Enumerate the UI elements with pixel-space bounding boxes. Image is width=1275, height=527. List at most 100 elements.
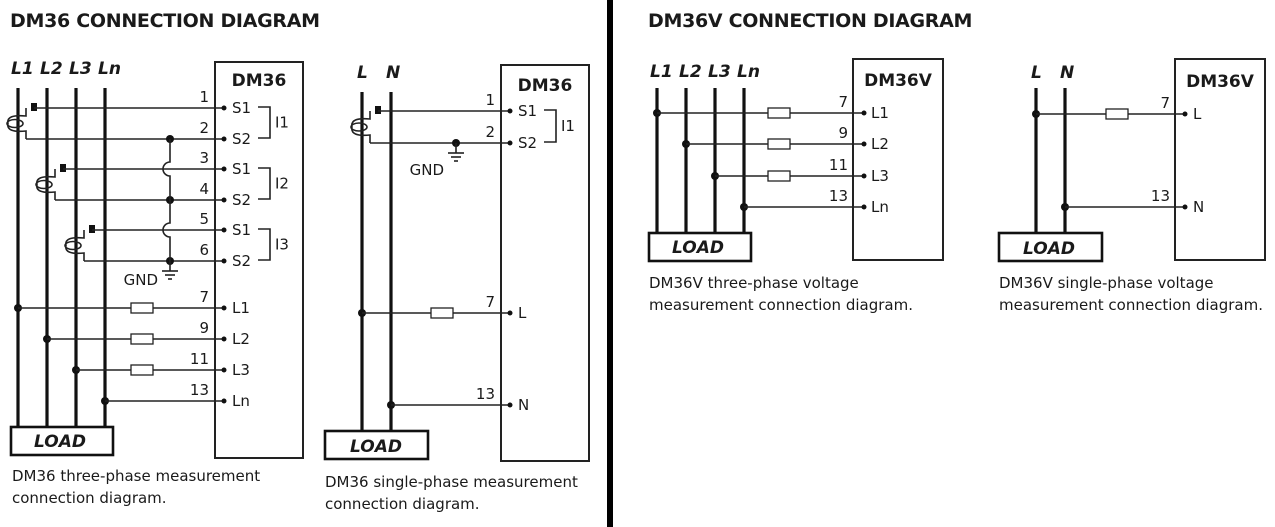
current-transformer-core-icon <box>6 118 24 129</box>
device-label: DM36V <box>864 71 933 91</box>
terminal-dot <box>507 108 513 114</box>
terminal-number: 11 <box>190 350 209 368</box>
terminal-label-s2: S2 <box>232 191 251 209</box>
terminal-label-s2: S2 <box>518 134 537 152</box>
terminal-label: N <box>1193 198 1204 216</box>
input-group-label: I3 <box>275 236 289 254</box>
fuse-icon <box>430 307 454 319</box>
terminal-label-s2: S2 <box>232 130 251 148</box>
phase-label-n: N <box>1060 63 1074 83</box>
terminal-dot <box>221 105 227 111</box>
terminal-number: 4 <box>199 180 209 198</box>
dm36v-three-phase-caption: DM36V three-phase voltage measurement co… <box>649 272 913 316</box>
terminal-dot <box>507 140 513 146</box>
load-label: LOAD <box>34 432 86 452</box>
terminal-dot <box>221 258 227 264</box>
terminal-number: 13 <box>190 381 209 399</box>
phase-label-l: L <box>1031 63 1042 83</box>
current-transformer-core-icon <box>35 179 53 190</box>
terminal-label: N <box>518 396 529 414</box>
terminal-label: L <box>518 304 527 322</box>
terminal-dot <box>861 204 867 210</box>
terminal-number: 1 <box>485 91 495 109</box>
polarity-mark-icon <box>60 164 66 172</box>
input-group-bracket <box>544 109 557 143</box>
terminal-dot <box>221 197 227 203</box>
load-box <box>323 429 430 461</box>
dm36-panel-title: DM36 CONNECTION DIAGRAM <box>10 10 320 32</box>
load-label: LOAD <box>350 437 402 457</box>
terminal-label: L <box>1193 105 1202 123</box>
dm36-three-phase-caption: DM36 three-phase measurement connection … <box>12 465 260 509</box>
caption-line: DM36 three-phase measurement <box>12 467 261 485</box>
input-group-bracket <box>258 167 271 200</box>
fuse-icon <box>130 364 154 376</box>
terminal-label: Ln <box>871 198 889 216</box>
gnd-label: GND <box>124 271 158 289</box>
fuse-icon <box>767 107 791 119</box>
phase-label-l2: L2 <box>679 62 702 82</box>
terminal-dot <box>221 136 227 142</box>
terminal-dot <box>221 166 227 172</box>
terminal-dot <box>861 173 867 179</box>
terminal-dot <box>221 305 227 311</box>
phase-label-ln: Ln <box>98 59 121 79</box>
load-box <box>997 231 1104 263</box>
terminal-number: 1 <box>199 88 209 106</box>
terminal-number: 7 <box>485 293 495 311</box>
terminal-number: 13 <box>829 187 848 205</box>
polarity-mark-icon <box>89 225 95 233</box>
terminal-number: 9 <box>838 124 848 142</box>
terminal-number: 13 <box>476 385 495 403</box>
terminal-dot <box>507 402 513 408</box>
input-group-bracket <box>258 106 271 139</box>
load-label: LOAD <box>672 238 724 258</box>
terminal-number: 9 <box>199 319 209 337</box>
gnd-label: GND <box>410 161 444 179</box>
load-box <box>647 231 753 263</box>
caption-line: measurement connection diagram. <box>649 296 913 314</box>
current-transformer-core-icon <box>350 122 368 132</box>
terminal-number: 3 <box>199 149 209 167</box>
load-label: LOAD <box>1023 239 1075 259</box>
current-transformer-icon <box>36 169 56 200</box>
fuse-icon <box>767 170 791 182</box>
device-label: DM36 <box>518 76 573 96</box>
input-group-bracket <box>258 228 271 261</box>
device-box <box>500 64 590 462</box>
common-return-wire <box>162 139 171 200</box>
phase-label-l1: L1 <box>11 59 34 79</box>
device-box <box>1174 58 1266 261</box>
terminal-label-s1: S1 <box>518 102 537 120</box>
terminal-dot <box>221 336 227 342</box>
terminal-label: Ln <box>232 392 250 410</box>
phase-label-l3: L3 <box>69 59 92 79</box>
current-transformer-icon <box>351 111 371 143</box>
current-transformer-core-icon <box>64 240 82 251</box>
device-box <box>852 58 944 261</box>
device-label: DM36V <box>1186 72 1255 92</box>
terminal-number: 6 <box>199 241 209 259</box>
input-group-label: I1 <box>561 117 575 135</box>
phase-label-ln: Ln <box>737 62 760 82</box>
panel-divider <box>607 0 613 527</box>
phase-label-n: N <box>386 63 400 83</box>
dm36v-single-phase-caption: DM36V single-phase voltage measurement c… <box>999 272 1263 316</box>
fuse-icon <box>130 333 154 345</box>
terminal-label-s2: S2 <box>232 252 251 270</box>
dm36v-panel-title: DM36V CONNECTION DIAGRAM <box>648 10 973 32</box>
caption-line: measurement connection diagram. <box>999 296 1263 314</box>
polarity-mark-icon <box>375 106 381 114</box>
fuse-icon <box>130 302 154 314</box>
terminal-number: 2 <box>199 119 209 137</box>
terminal-dot <box>221 227 227 233</box>
terminal-label: L3 <box>232 361 250 379</box>
device-label: DM36 <box>232 71 287 91</box>
terminal-dot <box>1182 204 1188 210</box>
terminal-number: 2 <box>485 123 495 141</box>
terminal-dot <box>221 367 227 373</box>
caption-line: DM36V single-phase voltage <box>999 274 1214 292</box>
current-transformer-icon <box>7 108 27 139</box>
input-group-label: I1 <box>275 114 289 132</box>
